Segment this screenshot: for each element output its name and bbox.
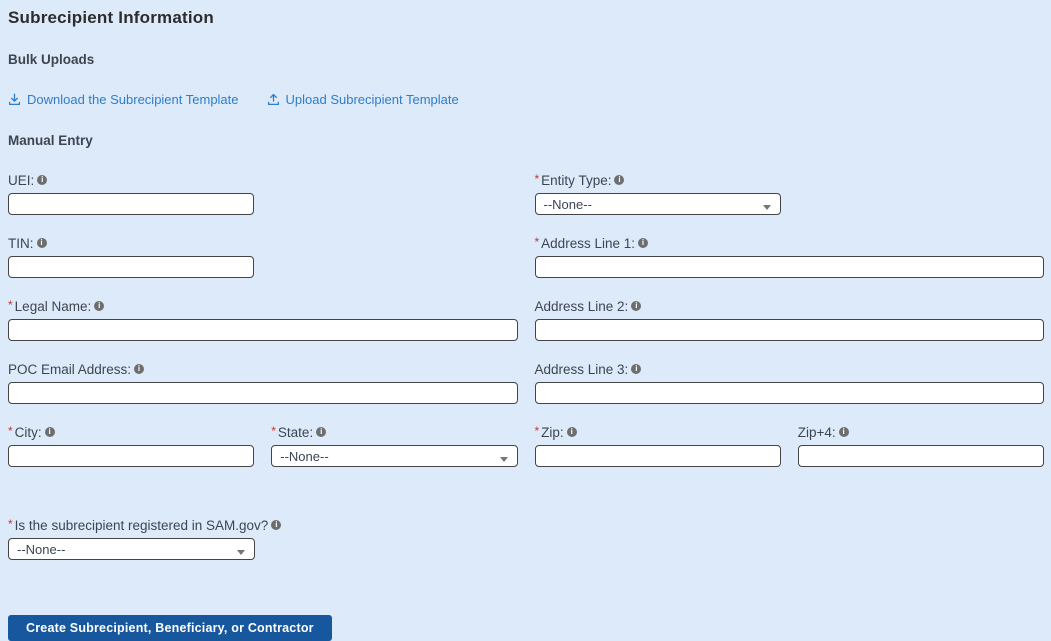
- legal-name-input[interactable]: [8, 319, 518, 341]
- info-icon[interactable]: i: [566, 427, 577, 437]
- state-select[interactable]: --None--: [271, 445, 518, 467]
- required-marker: *: [8, 517, 13, 531]
- state-select-wrap: --None--: [271, 445, 518, 467]
- field-address-line-3: Address Line 3: i: [534, 362, 1045, 404]
- entity-type-label-row: * Entity Type: i: [535, 173, 781, 188]
- city-label: City:: [14, 425, 42, 440]
- required-marker: *: [271, 424, 276, 438]
- sam-label-row: * Is the subrecipient registered in SAM.…: [8, 517, 282, 533]
- zip4-label-row: Zip+4: i: [798, 425, 1044, 440]
- create-subrecipient-button[interactable]: Create Subrecipient, Beneficiary, or Con…: [8, 615, 332, 641]
- info-icon[interactable]: i: [44, 427, 55, 437]
- field-poc-email: POC Email Address: i: [8, 362, 518, 404]
- field-sam-registered: * Is the subrecipient registered in SAM.…: [8, 517, 282, 560]
- page-title: Subrecipient Information: [8, 8, 214, 27]
- zip-label: Zip:: [541, 425, 564, 440]
- field-tin: TIN: i: [8, 236, 255, 278]
- zip4-label: Zip+4:: [797, 425, 836, 440]
- entity-type-label: Entity Type:: [541, 173, 612, 188]
- address2-label: Address Line 2:: [534, 299, 629, 314]
- field-uei: UEI: i: [8, 173, 255, 215]
- legal-name-label-row: * Legal Name: i: [8, 299, 518, 314]
- field-address-line-2: Address Line 2: i: [534, 299, 1045, 341]
- address1-label-row: * Address Line 1: i: [535, 236, 1045, 251]
- uei-label: UEI:: [8, 173, 35, 188]
- state-label: State:: [277, 425, 314, 440]
- tin-label: TIN:: [8, 236, 34, 251]
- poc-email-input[interactable]: [8, 382, 518, 404]
- address3-input[interactable]: [534, 382, 1044, 404]
- address1-label: Address Line 1:: [541, 236, 635, 251]
- uei-label-row: UEI: i: [8, 173, 254, 188]
- required-marker: *: [534, 424, 540, 438]
- poc-email-label: POC Email Address:: [8, 362, 132, 377]
- info-icon[interactable]: i: [631, 301, 642, 311]
- download-template-label: Download the Subrecipient Template: [27, 92, 239, 107]
- template-links-row: Download the Subrecipient Template Uploa…: [8, 92, 1044, 107]
- info-icon[interactable]: i: [134, 364, 145, 374]
- field-city: * City: i: [8, 425, 255, 467]
- manual-entry-form: UEI: i * Entity Type: i --None-- TIN: i: [8, 173, 1044, 467]
- field-address-line-1: * Address Line 1: i: [534, 236, 1045, 278]
- info-icon[interactable]: i: [637, 238, 648, 248]
- field-zip4: Zip+4: i: [797, 425, 1044, 467]
- state-label-row: * State: i: [271, 425, 517, 440]
- upload-icon: [267, 93, 280, 106]
- city-input[interactable]: [8, 445, 255, 467]
- address3-label: Address Line 3:: [534, 362, 629, 377]
- info-icon[interactable]: i: [36, 238, 47, 248]
- sam-label: Is the subrecipient registered in SAM.go…: [14, 518, 269, 533]
- required-marker: *: [8, 424, 13, 438]
- required-marker: *: [534, 235, 540, 249]
- download-icon: [8, 93, 21, 106]
- address2-label-row: Address Line 2: i: [535, 299, 1045, 314]
- upload-template-label: Upload Subrecipient Template: [285, 92, 459, 107]
- entity-type-select[interactable]: --None--: [534, 193, 781, 215]
- info-icon[interactable]: i: [94, 301, 105, 311]
- manual-entry-heading: Manual Entry: [8, 133, 93, 148]
- download-template-link[interactable]: Download the Subrecipient Template: [8, 92, 239, 107]
- info-icon[interactable]: i: [838, 427, 849, 437]
- zip4-input[interactable]: [797, 445, 1044, 467]
- zip-input[interactable]: [534, 445, 781, 467]
- upload-template-link[interactable]: Upload Subrecipient Template: [267, 92, 459, 107]
- uei-input[interactable]: [8, 193, 255, 215]
- tin-input[interactable]: [8, 256, 255, 278]
- info-icon[interactable]: i: [631, 364, 642, 374]
- field-legal-name: * Legal Name: i: [8, 299, 518, 341]
- entity-type-select-wrap: --None--: [534, 193, 781, 215]
- info-icon[interactable]: i: [614, 175, 625, 185]
- required-marker: *: [534, 172, 540, 186]
- field-state: * State: i --None--: [271, 425, 518, 467]
- poc-email-label-row: POC Email Address: i: [8, 362, 518, 377]
- sam-select-wrap: --None--: [8, 538, 255, 560]
- required-marker: *: [8, 298, 13, 312]
- address1-input[interactable]: [534, 256, 1044, 278]
- sam-select[interactable]: --None--: [8, 538, 255, 560]
- info-icon[interactable]: i: [316, 427, 327, 437]
- legal-name-label: Legal Name:: [14, 299, 92, 314]
- address3-label-row: Address Line 3: i: [535, 362, 1045, 377]
- info-icon[interactable]: i: [37, 175, 48, 185]
- tin-label-row: TIN: i: [8, 236, 254, 251]
- city-label-row: * City: i: [8, 425, 254, 440]
- field-zip: * Zip: i: [534, 425, 781, 467]
- info-icon[interactable]: i: [271, 520, 282, 530]
- field-entity-type: * Entity Type: i --None--: [534, 173, 781, 215]
- bulk-uploads-heading: Bulk Uploads: [8, 52, 95, 67]
- address2-input[interactable]: [534, 319, 1044, 341]
- zip-label-row: * Zip: i: [535, 425, 781, 440]
